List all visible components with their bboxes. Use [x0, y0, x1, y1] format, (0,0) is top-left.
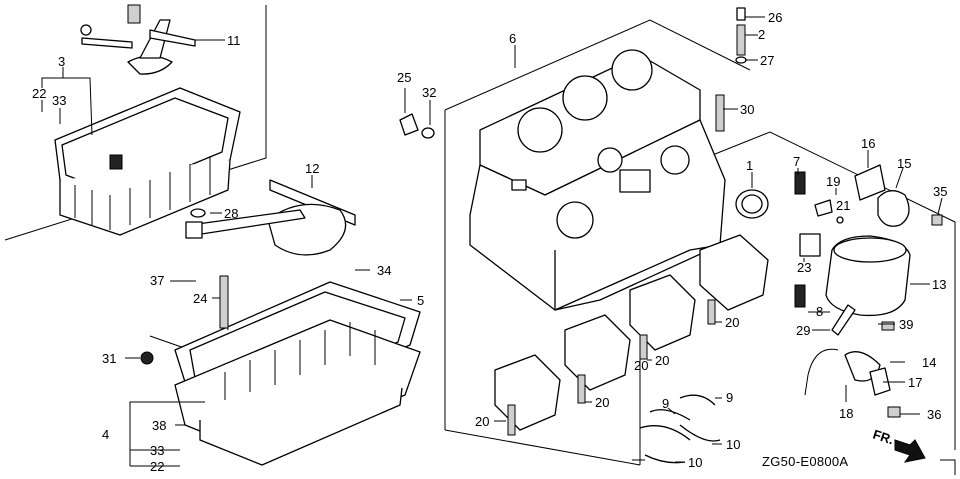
- baffle-plate-group: [185, 179, 356, 256]
- callout-30: 30: [740, 102, 754, 117]
- callout-20c: 20: [595, 395, 609, 410]
- callout-20e: 20: [634, 358, 648, 373]
- callout-1: 1: [746, 158, 753, 173]
- callout-14: 14: [922, 355, 936, 370]
- callout-36: 36: [927, 407, 941, 422]
- callout-18: 18: [839, 406, 853, 421]
- plug-icon: [140, 351, 154, 365]
- callout-10b: 10: [688, 455, 702, 470]
- callout-19: 19: [826, 174, 840, 189]
- callout-17: 17: [908, 375, 922, 390]
- leader-lines: [41, 16, 943, 467]
- callout-12: 12: [305, 161, 319, 176]
- callout-15: 15: [897, 156, 911, 171]
- callout-33a: 33: [52, 93, 66, 108]
- callout-39: 39: [899, 317, 913, 332]
- callout-11: 11: [227, 33, 241, 48]
- callout-23: 23: [797, 260, 811, 275]
- lower-oil-pan-group: [140, 275, 421, 466]
- upper-oil-pan-group: [54, 4, 241, 236]
- callout-16: 16: [861, 136, 875, 151]
- callout-24: 24: [193, 291, 207, 306]
- callout-3: 3: [58, 54, 65, 69]
- callout-21: 21: [836, 198, 850, 213]
- front-label: FR.: [871, 427, 896, 448]
- callout-6: 6: [509, 31, 516, 46]
- stud-icon: [219, 275, 229, 329]
- diagram-code: ZG50-E0800A: [762, 454, 848, 469]
- callout-20a: 20: [725, 315, 739, 330]
- callout-20b: 20: [655, 353, 669, 368]
- o-ring-icon: [190, 208, 206, 218]
- front-direction-arrow: [894, 439, 926, 463]
- callout-29: 29: [796, 323, 810, 338]
- callout-10a: 10: [726, 437, 740, 452]
- callout-7: 7: [793, 154, 800, 169]
- bearing-cap-bolts: [507, 299, 716, 436]
- oil-filter-group: [794, 164, 943, 418]
- callout-9a: 9: [662, 396, 669, 411]
- corner-mark: [940, 459, 956, 475]
- callout-35: 35: [933, 184, 947, 199]
- callout-32: 32: [422, 85, 436, 100]
- callout-25: 25: [397, 70, 411, 85]
- callout-9b: 9: [726, 390, 733, 405]
- callout-28: 28: [224, 206, 238, 221]
- drain-plug-icon: [109, 154, 123, 170]
- cylinder-block-group: [399, 7, 769, 431]
- callout-26: 26: [768, 10, 782, 25]
- callout-20d: 20: [475, 414, 489, 429]
- callout-31: 31: [102, 351, 116, 366]
- callout-5: 5: [417, 293, 424, 308]
- callout-22b: 22: [150, 459, 164, 474]
- callout-2: 2: [758, 27, 765, 42]
- callout-8: 8: [816, 304, 823, 319]
- callout-27: 27: [760, 53, 774, 68]
- callout-22a: 22: [32, 86, 46, 101]
- thrust-washers: [639, 394, 721, 464]
- callout-38: 38: [152, 418, 166, 433]
- callout-13: 13: [932, 277, 946, 292]
- callout-labels: 1 2 3 4 5 6 7 8 9 9 10 10 11 12 13 14 15…: [32, 10, 947, 474]
- callout-37: 37: [150, 273, 164, 288]
- callout-4: 4: [102, 427, 109, 442]
- callout-33b: 33: [150, 443, 164, 458]
- callout-34: 34: [377, 263, 391, 278]
